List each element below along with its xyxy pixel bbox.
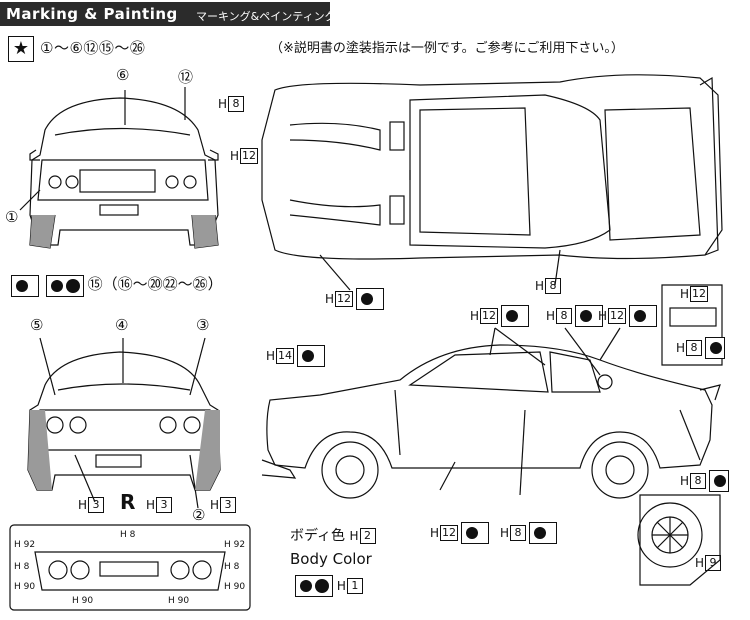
star-icon: ★ bbox=[8, 36, 34, 62]
callout-3: ③ bbox=[196, 316, 210, 334]
header-title: Marking & Painting bbox=[6, 5, 178, 23]
tail-label-6: H 90 bbox=[72, 596, 94, 606]
header-bar bbox=[0, 2, 330, 26]
callout-6: ⑥ bbox=[116, 66, 130, 84]
tail-label-3: H 8 bbox=[14, 562, 30, 572]
parts-line: ①～⑥⑫⑮～㉖ bbox=[40, 39, 146, 57]
top-view-drawing bbox=[261, 74, 723, 291]
tail-label-1: H 8 bbox=[120, 530, 136, 540]
decal-icon bbox=[11, 274, 39, 297]
decal-arrow-icon bbox=[45, 274, 84, 297]
body-color-en-label: Body Color bbox=[290, 550, 372, 568]
wheel-detail-drawing bbox=[637, 494, 721, 586]
tail-label-8: H 90 bbox=[224, 582, 246, 592]
side-view-drawing bbox=[261, 327, 721, 499]
callout-4: ④ bbox=[115, 316, 129, 334]
tail-label-4: H 8 bbox=[224, 562, 240, 572]
tail-panel-drawing bbox=[9, 524, 251, 611]
callout-12: ⑫ bbox=[178, 68, 194, 86]
callout-5: ⑤ bbox=[30, 316, 44, 334]
wheel-parts-line: ⑮（⑯～⑳㉒～㉖） bbox=[8, 273, 223, 297]
tail-label-7: H 90 bbox=[168, 596, 190, 606]
rear-view-drawing bbox=[27, 337, 221, 509]
header-subtitle: マーキング&ペインティング bbox=[196, 10, 336, 23]
tail-label-5: H 90 bbox=[14, 582, 36, 592]
callout-2: ② bbox=[192, 506, 206, 524]
painting-note: （※説明書の塗装指示は一例です。ご参考にご利用下さい。） bbox=[270, 41, 624, 56]
gt-badge-drawing bbox=[661, 284, 723, 366]
r-emblem-icon: R bbox=[120, 490, 136, 514]
callout-1: ① bbox=[5, 208, 19, 226]
tail-label-0: H 92 bbox=[14, 540, 36, 550]
tail-label-2: H 92 bbox=[224, 540, 246, 550]
header: Marking & Painting マーキング&ペインティング bbox=[0, 0, 750, 28]
